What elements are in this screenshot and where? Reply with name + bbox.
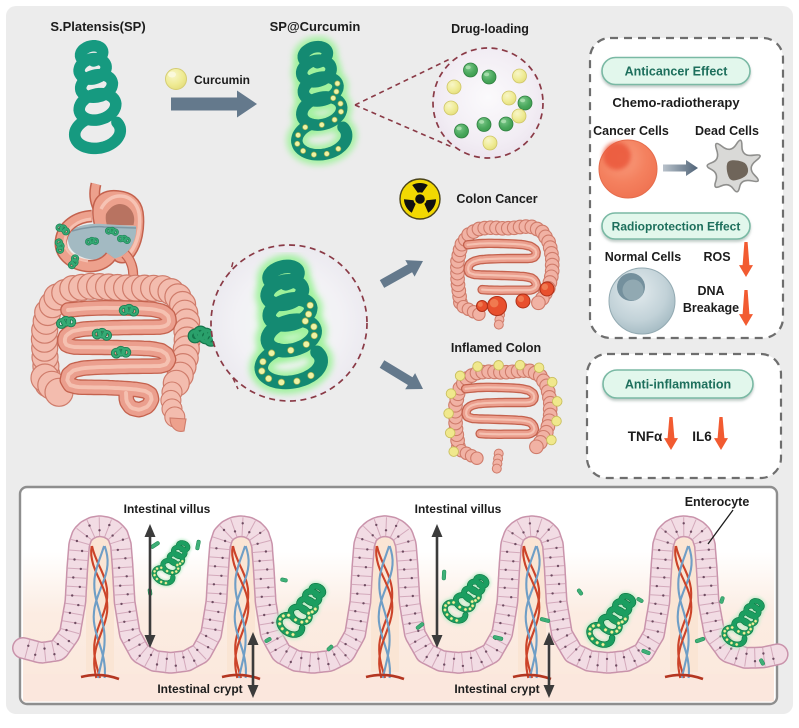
- svg-text:Radioprotection Effect: Radioprotection Effect: [612, 219, 741, 233]
- svg-text:Intestinal villus: Intestinal villus: [124, 502, 211, 516]
- svg-text:Inflamed Colon: Inflamed Colon: [451, 341, 541, 355]
- svg-text:Dead Cells: Dead Cells: [695, 124, 759, 138]
- svg-text:Anticancer Effect: Anticancer Effect: [625, 65, 729, 79]
- svg-text:IL6: IL6: [692, 429, 712, 444]
- svg-text:Intestinal villus: Intestinal villus: [415, 502, 502, 516]
- svg-text:Enterocyte: Enterocyte: [685, 495, 750, 509]
- svg-text:Curcumin: Curcumin: [194, 73, 250, 87]
- svg-text:Intestinal crypt: Intestinal crypt: [157, 682, 242, 696]
- svg-text:Normal Cells: Normal Cells: [605, 250, 681, 264]
- svg-text:ROS: ROS: [703, 250, 730, 264]
- svg-text:S.Platensis(SP): S.Platensis(SP): [50, 19, 145, 34]
- svg-text:DNA: DNA: [697, 284, 724, 298]
- svg-text:Intestinal crypt: Intestinal crypt: [454, 682, 539, 696]
- svg-text:TNFα: TNFα: [628, 429, 663, 444]
- svg-text:Drug-loading: Drug-loading: [451, 22, 529, 36]
- svg-text:Chemo-radiotherapy: Chemo-radiotherapy: [612, 95, 740, 110]
- svg-text:SP@Curcumin: SP@Curcumin: [270, 19, 361, 34]
- svg-text:Breakage: Breakage: [683, 301, 739, 315]
- svg-text:Anti-inflammation: Anti-inflammation: [625, 378, 731, 392]
- svg-text:Colon Cancer: Colon Cancer: [456, 192, 537, 206]
- svg-text:Cancer Cells: Cancer Cells: [593, 124, 669, 138]
